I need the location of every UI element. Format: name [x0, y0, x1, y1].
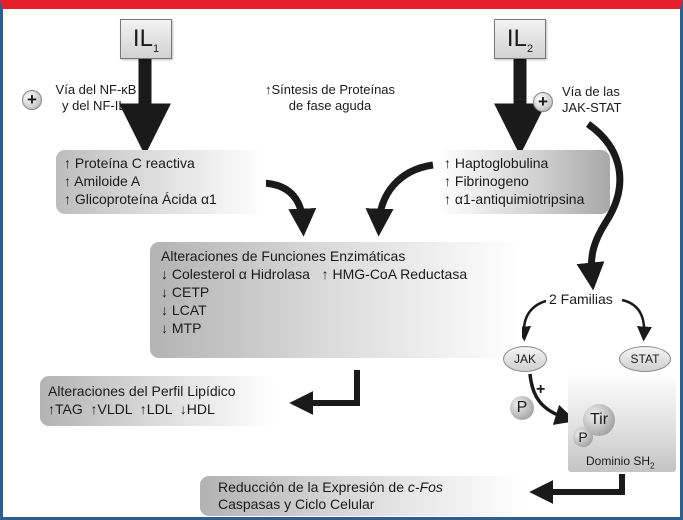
left-protein-item: ↑ Proteína C reactiva [64, 155, 195, 171]
reduction-line1: Reducción de la Expresión de c-Fos [218, 479, 443, 495]
arrow-jakstat-to-families [576, 121, 624, 291]
arrow-jak-to-domain [528, 373, 577, 425]
arrow-left-to-enzymes [261, 179, 317, 237]
via-nfkb-line2: y del NF-IL6 [61, 98, 131, 116]
left-protein-item: ↑ Glicoproteína Ácida α1 [64, 191, 217, 207]
left-protein-item: ↑ Amiloide A [64, 173, 141, 189]
right-protein-item: ↑ α1-antiquimiotripsina [444, 191, 585, 207]
il2-box: IL2 [494, 19, 546, 59]
lipid-values: ↑TAG ↑VLDL ↑LDL ↓HDL [48, 401, 215, 417]
il2-sub: 2 [526, 42, 534, 55]
arrow-enzymes-to-lipid [289, 370, 360, 415]
il1-box: IL1 [120, 19, 172, 59]
enzyme-item: ↓ CETP [161, 284, 210, 300]
via-jakstat-line1: Vía de las [562, 84, 620, 99]
right-protein-item: ↑ Fibrinogeno [444, 173, 529, 189]
via-jakstat-text: Vía de las JAK-STAT [562, 84, 652, 116]
enzyme-alterations-box: Alteraciones de Funciones Enzimáticas ↓ … [150, 242, 522, 358]
phosphate-ball-tir: P [573, 427, 593, 447]
arrow-families-to-stat [621, 298, 652, 342]
arrow-right-to-enzymes [365, 161, 434, 237]
il2-label: IL [506, 25, 527, 52]
stat-oval: STAT [619, 346, 671, 372]
lipid-profile-box: Alteraciones del Perfil Lipídico ↑TAG ↑V… [40, 376, 276, 426]
families-label: 2 Familias [546, 291, 616, 307]
arrow-families-to-jak [516, 298, 551, 342]
sintesis-line1: ↑Síntesis de Proteínas [264, 82, 396, 97]
enzyme-item: ↓ LCAT [161, 302, 207, 318]
jak-oval: JAK [503, 346, 547, 372]
phosphate-ball-jak: P [510, 396, 534, 420]
right-proteins-box: ↑ Haptoglobulina ↑ Fibrinogeno ↑ α1-anti… [438, 150, 610, 214]
plus-sign: + [536, 381, 546, 398]
reduction-line2: Caspasas y Ciclo Celular [218, 496, 375, 512]
sintesis-text: ↑Síntesis de Proteínas de fase aguda [240, 82, 420, 114]
il1-label: IL [132, 25, 153, 52]
il1-sub: 1 [152, 42, 160, 55]
via-jakstat-line2: JAK-STAT [562, 100, 622, 115]
enzyme-row1: ↓ Colesterol α Hidrolasa ↑ HMG-CoA Reduc… [161, 266, 468, 282]
lipid-title: Alteraciones del Perfil Lipídico [48, 383, 236, 399]
right-protein-item: ↑ Haptoglobulina [444, 155, 549, 171]
left-proteins-box: ↑ Proteína C reactiva ↑ Amiloide A ↑ Gli… [56, 150, 266, 214]
via-nfkb-line1: Vía del NF-κB [55, 82, 137, 97]
sintesis-line2: de fase aguda [288, 98, 372, 113]
sh2-domain-label: Dominio SH2 [586, 454, 655, 471]
plus-icon-nfkb: + [22, 90, 42, 110]
reduction-box: Reducción de la Expresión de c-Fos Caspa… [200, 476, 524, 516]
arrow-domain-to-reduction [529, 474, 625, 504]
plus-icon-jakstat: + [533, 92, 553, 112]
enzyme-item: ↓ MTP [161, 320, 202, 336]
enzyme-title: Alteraciones de Funciones Enzimáticas [161, 248, 406, 264]
via-nfkb-text: Vía del NF-κB y del NF-IL6 [46, 82, 146, 120]
